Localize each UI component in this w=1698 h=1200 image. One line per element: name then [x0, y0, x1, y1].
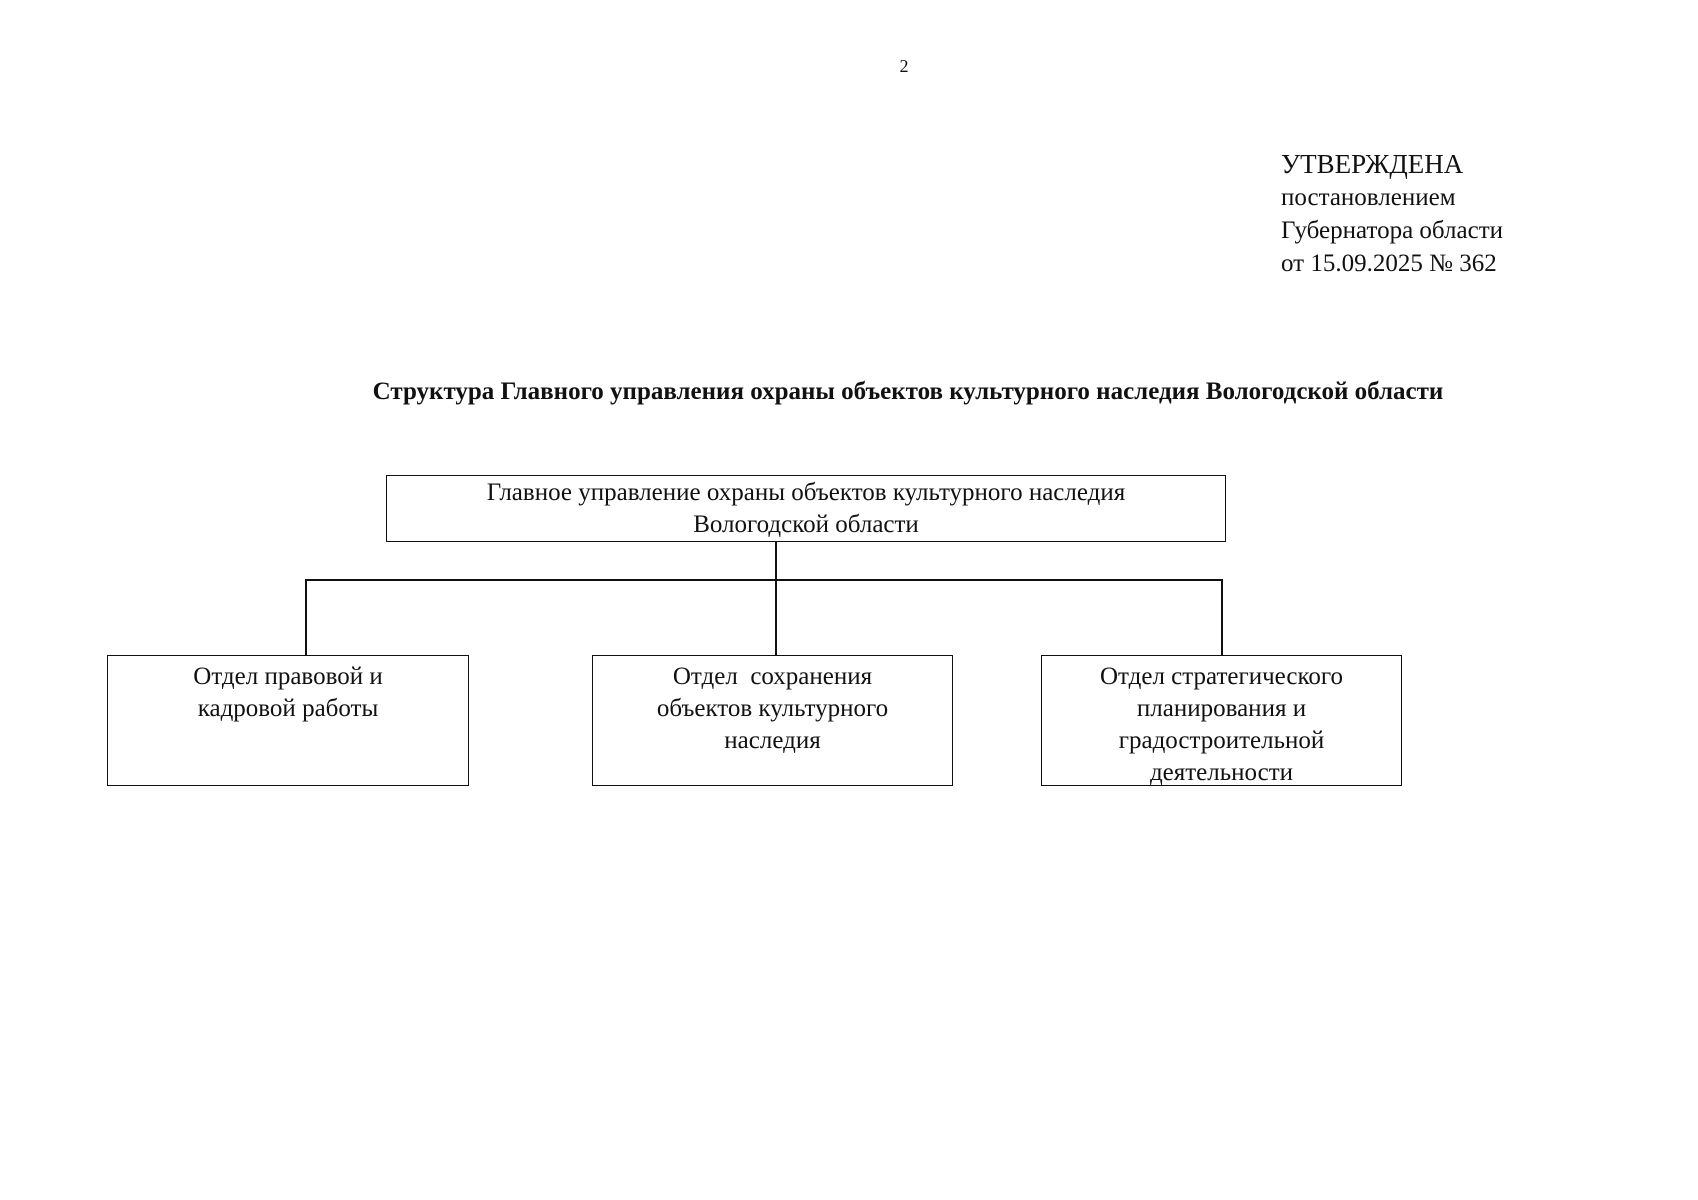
org-box-label: объектов культурного	[656, 695, 889, 722]
org-box-label: кадровой работы	[197, 695, 379, 722]
approval-line: УТВЕРЖДЕНА	[1281, 149, 1464, 179]
org-box-label: Отдел сохранения	[672, 663, 873, 690]
org-box-legal-hr-department: Отдел правовой и кадровой работы	[107, 655, 469, 786]
approval-stamp: УТВЕРЖДЕНА постановлением Губернатора об…	[1281, 148, 1503, 280]
org-box-label: Отдел стратегического	[1099, 663, 1344, 690]
org-box-label: планирования и	[1136, 695, 1307, 722]
approval-line: постановлением	[1281, 184, 1456, 211]
org-box-label: градостроительной	[1118, 727, 1325, 754]
org-box-label: Отдел правовой и	[193, 663, 383, 690]
org-box-label: Вологодской области	[693, 511, 919, 538]
org-box-label: деятельности	[1149, 759, 1294, 786]
org-box-main-directorate: Главное управление охраны объектов культ…	[386, 475, 1226, 542]
approval-line: Губернатора области	[1281, 217, 1503, 244]
document-title: Структура Главного управления охраны объ…	[372, 378, 1444, 405]
page-number: 2	[899, 56, 909, 76]
approval-line: от 15.09.2025 № 362	[1281, 250, 1497, 277]
org-box-heritage-preservation-department: Отдел сохранения объектов культурного на…	[592, 655, 953, 786]
org-box-label: Главное управление охраны объектов культ…	[486, 479, 1126, 506]
org-box-strategic-planning-department: Отдел стратегического планирования и гра…	[1041, 655, 1402, 786]
org-box-label: наследия	[724, 727, 821, 754]
